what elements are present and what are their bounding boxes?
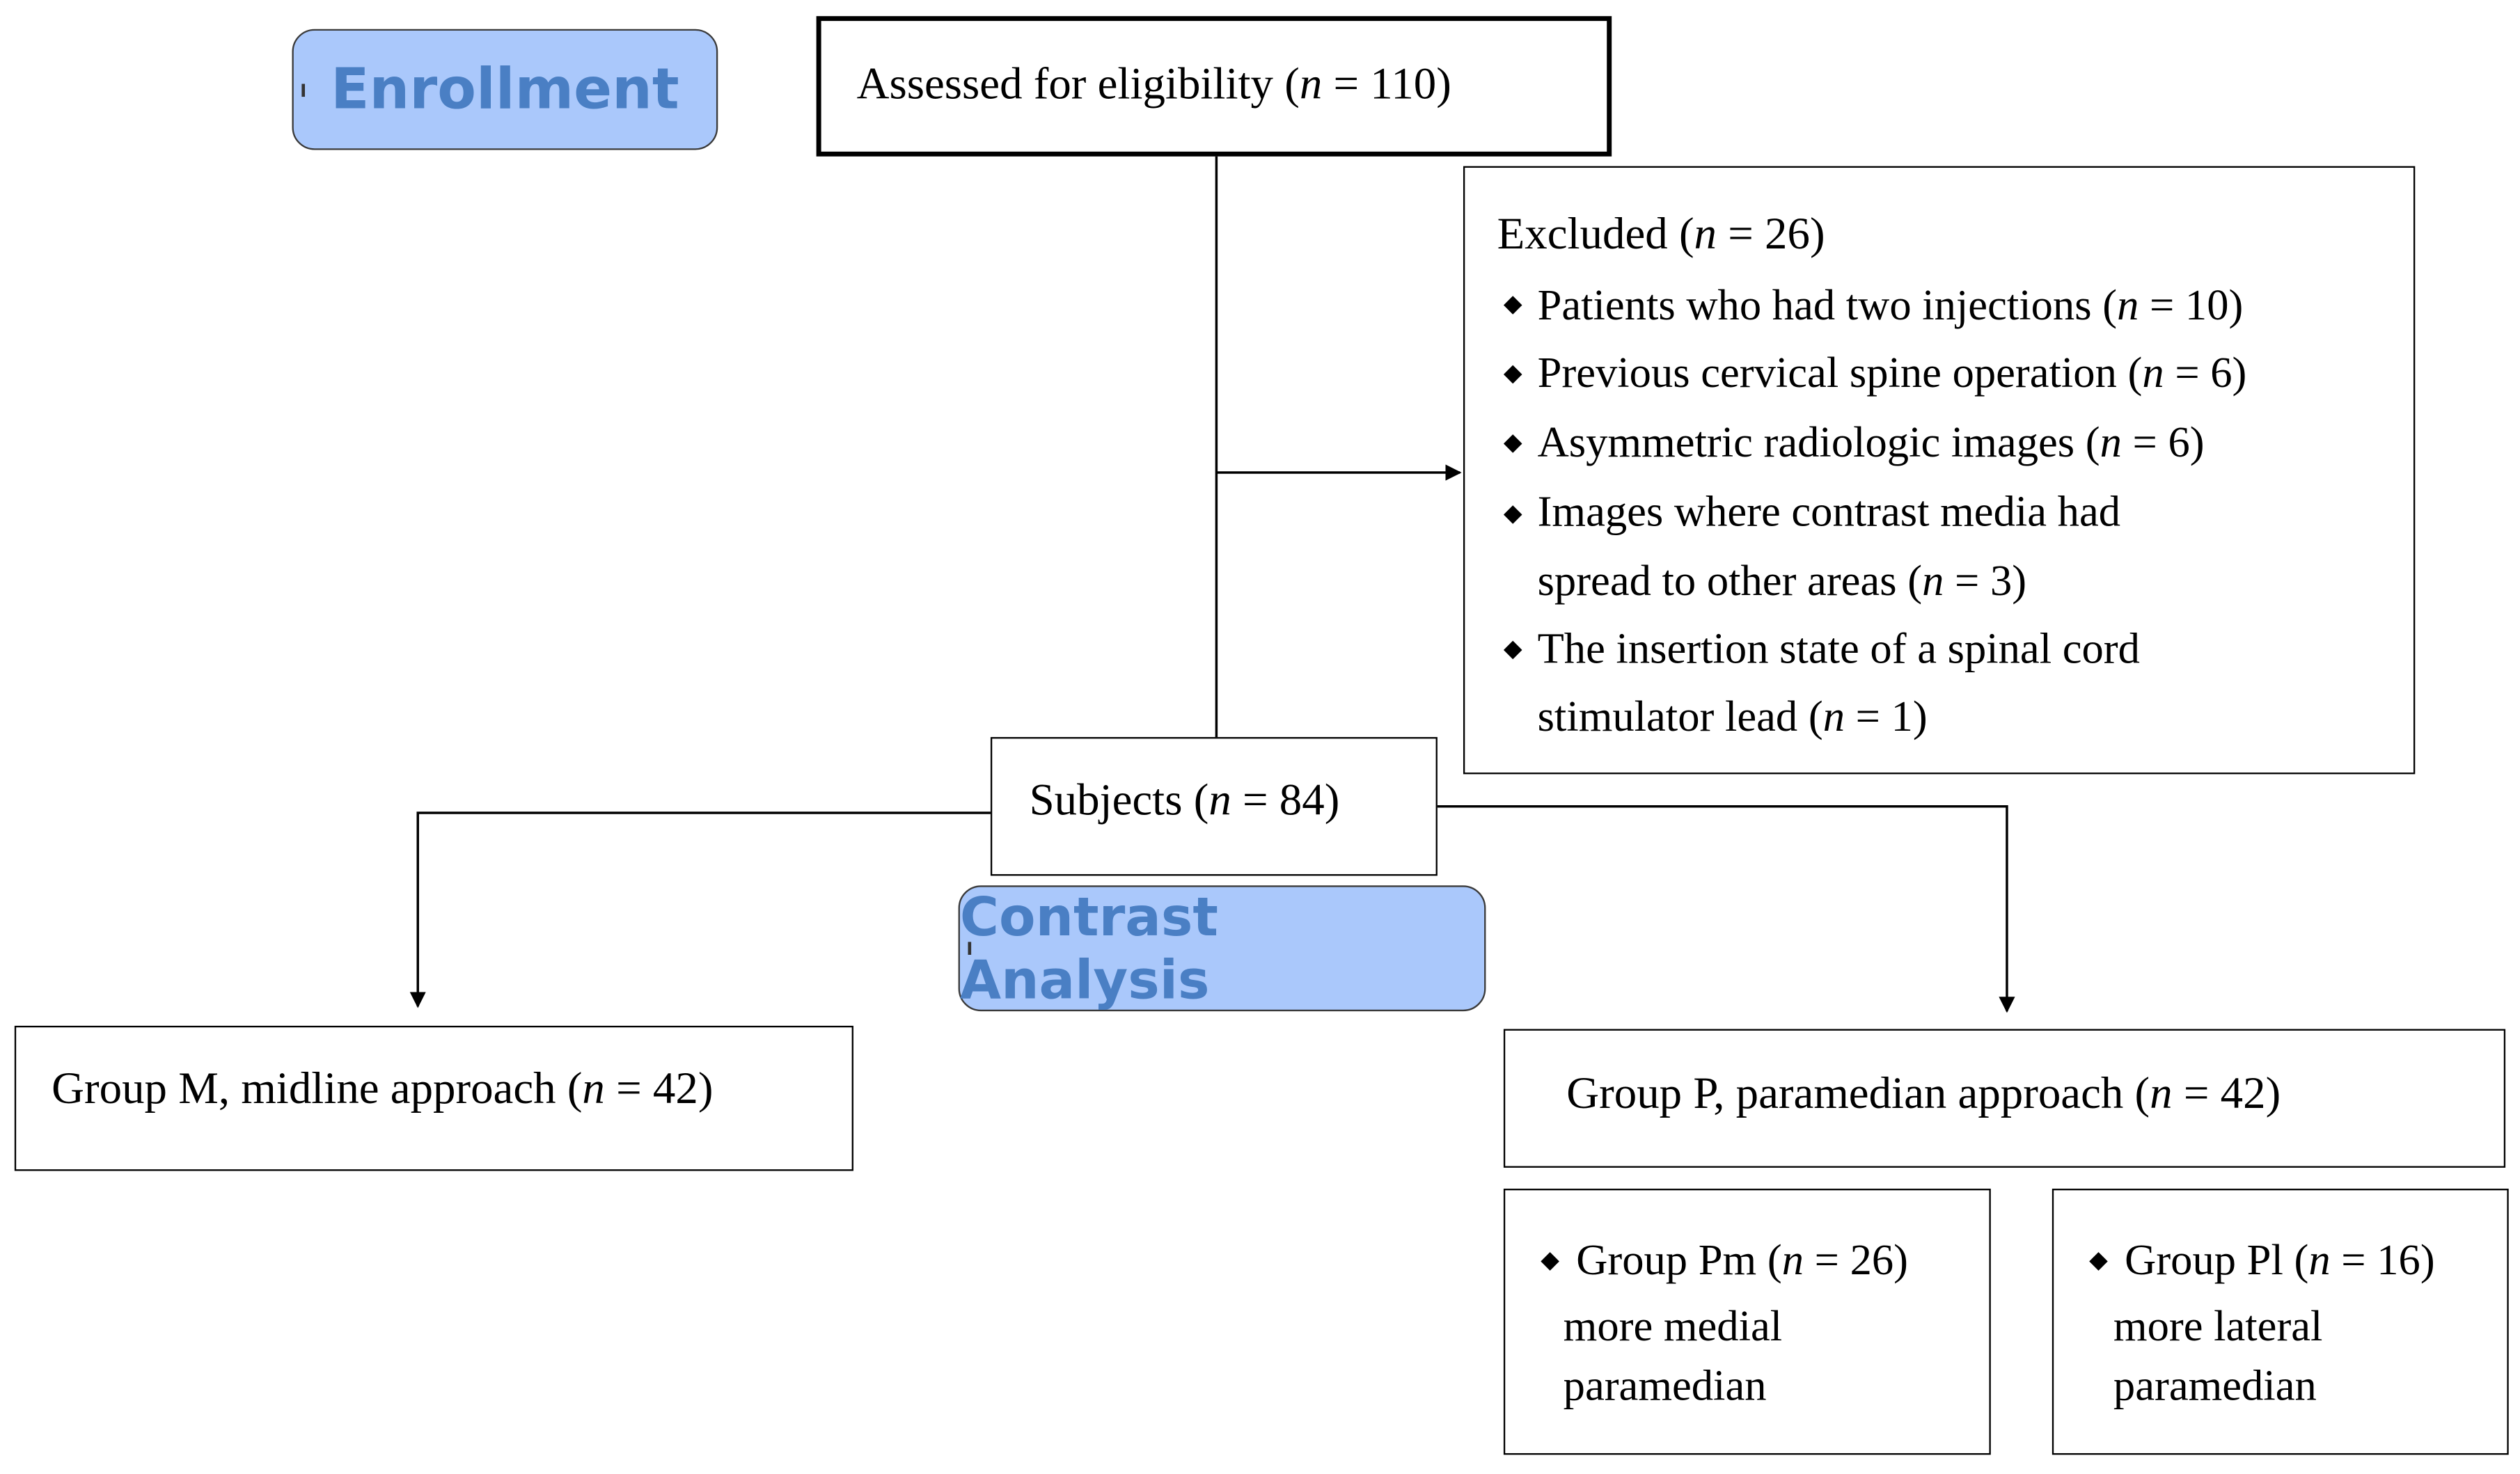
assessed-label: Assessed for eligibility: [856, 59, 1273, 110]
excluded-count: = 26: [1728, 209, 1810, 260]
excluded-item-continuation: spread to other areas (n = 3): [1537, 556, 2027, 605]
assessed-text: Assessed for eligibility (n = 110): [856, 59, 1451, 110]
group-pl-box: ◆ Group Pl (n = 16) more lateral paramed…: [2052, 1188, 2509, 1455]
subjects-text: Subjects (n = 84): [1029, 775, 1340, 826]
excluded-item: Images where contrast media had: [1538, 489, 2120, 534]
excluded-item-count: = 6: [2132, 418, 2190, 466]
group-p-box: Group P, paramedian approach (n = 42): [1503, 1029, 2506, 1168]
subjects-box: Subjects (n = 84): [990, 737, 1438, 876]
marker-tick-icon: [968, 942, 972, 955]
excluded-item: Previous cervical spine operation (n = 6…: [1537, 348, 2247, 397]
group-pm-desc: paramedian: [1563, 1361, 1767, 1410]
n-symbol: n: [1299, 59, 1323, 110]
subjects-count: = 84: [1242, 775, 1325, 826]
group-pl-desc: paramedian: [2113, 1361, 2317, 1410]
group-p-arrow: [1435, 805, 2015, 1013]
group-m-arrow: [409, 811, 993, 1008]
enrollment-label-text: Enrollment: [331, 57, 679, 122]
group-pm-title: Group Pm (n = 26): [1576, 1235, 1909, 1284]
group-pm-box: ◆ Group Pm (n = 26) more medial paramedi…: [1503, 1188, 1991, 1455]
bullet-diamond-icon: ◆: [1503, 292, 1522, 318]
bullet-diamond-icon: ◆: [2089, 1248, 2108, 1274]
bullet-diamond-icon: ◆: [1503, 430, 1522, 457]
subjects-label: Subjects: [1029, 775, 1183, 826]
excluded-title-label: Excluded: [1497, 209, 1668, 260]
excluded-item-count: = 10: [2149, 280, 2229, 329]
enrollment-section-label: Enrollment: [292, 29, 718, 150]
contrast-analysis-label-text: Contrast Analysis: [959, 885, 1219, 1012]
assessed-count: = 110: [1333, 59, 1437, 110]
excluded-item-count: = 3: [1955, 556, 2013, 605]
excluded-item-continuation: stimulator lead (n = 1): [1537, 692, 1928, 740]
group-pm-label: Group Pm: [1576, 1235, 1757, 1284]
group-m-text: Group M, midline approach (n = 42): [52, 1064, 714, 1115]
group-p-text: Group P, paramedian approach (n = 42): [1566, 1069, 2281, 1120]
group-pl-desc: more lateral: [2113, 1301, 2323, 1350]
group-p-label: Group P, paramedian approach: [1566, 1069, 2124, 1120]
group-pl-title: Group Pl (n = 16): [2125, 1235, 2435, 1284]
contrast-analysis-section-label: Contrast Analysis: [958, 885, 1486, 1012]
excluded-item-text: spread to other areas: [1537, 556, 1897, 605]
n-symbol: n: [1694, 209, 1717, 260]
excluded-item: The insertion state of a spinal cord: [1538, 626, 2140, 671]
bullet-diamond-icon: ◆: [1503, 637, 1522, 663]
group-pl-label: Group Pl: [2125, 1235, 2283, 1284]
marker-tick-icon: [301, 83, 306, 96]
excluded-box: Excluded (n = 26) ◆ Patients who had two…: [1463, 166, 2416, 775]
bullet-diamond-icon: ◆: [1503, 361, 1522, 388]
bullet-diamond-icon: ◆: [1541, 1248, 1559, 1274]
n-symbol: n: [2308, 1235, 2331, 1284]
bullet-diamond-icon: ◆: [1503, 501, 1522, 528]
excluded-item-text: Patients who had two injections: [1537, 280, 2092, 329]
group-p-count: = 42: [2183, 1069, 2266, 1120]
group-pm-desc: more medial: [1563, 1301, 1783, 1350]
excluded-item-count: = 1: [1855, 692, 1913, 740]
n-symbol: n: [1781, 1235, 1804, 1284]
excluded-item-count: = 6: [2175, 348, 2232, 397]
excluded-title: Excluded (n = 26): [1497, 209, 1825, 260]
excluded-item-text: The insertion state of a spinal cord: [1537, 624, 2140, 673]
excluded-item: Asymmetric radiologic images (n = 6): [1537, 418, 2205, 466]
excluded-item-text: stimulator lead: [1537, 692, 1798, 740]
excluded-item-text: Previous cervical spine operation: [1537, 348, 2117, 397]
excluded-item-text: Asymmetric radiologic images: [1537, 418, 2075, 466]
n-symbol: n: [1208, 775, 1231, 826]
n-symbol: n: [582, 1064, 605, 1115]
excluded-item: Patients who had two injections (n = 10): [1537, 280, 2244, 329]
group-m-count: = 42: [616, 1064, 698, 1115]
assessed-box: Assessed for eligibility (n = 110): [816, 16, 1612, 157]
group-m-box: Group M, midline approach (n = 42): [14, 1025, 853, 1171]
excluded-item-text: Images where contrast media had: [1537, 486, 2121, 536]
group-pl-count: = 16: [2341, 1235, 2420, 1284]
n-symbol: n: [2150, 1069, 2173, 1120]
group-m-label: Group M, midline approach: [52, 1064, 556, 1115]
group-pm-count: = 26: [1814, 1235, 1894, 1284]
